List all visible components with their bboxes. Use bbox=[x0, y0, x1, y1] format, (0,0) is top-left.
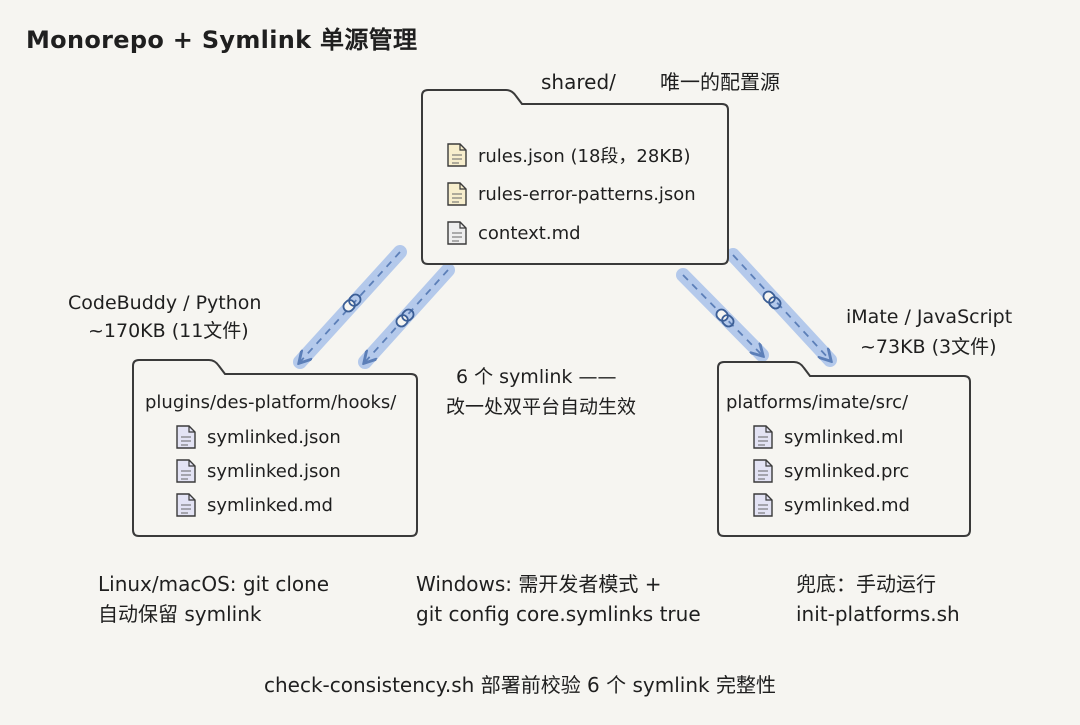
left-folder-path: plugins/des-platform/hooks/ bbox=[145, 392, 397, 413]
windows-note-line2: git config core.symlinks true bbox=[416, 602, 701, 626]
list-item[interactable]: symlinked.prc bbox=[752, 458, 909, 484]
document-icon bbox=[446, 181, 468, 207]
link-icon bbox=[342, 293, 362, 313]
linux-note-line1: Linux/macOS: git clone bbox=[98, 572, 330, 596]
list-item[interactable]: symlinked.json bbox=[175, 458, 341, 484]
list-item[interactable]: symlinked.ml bbox=[752, 424, 904, 450]
list-item[interactable]: context.md bbox=[446, 220, 581, 246]
document-icon bbox=[752, 458, 774, 484]
document-icon bbox=[175, 492, 197, 518]
folder-icon bbox=[132, 359, 418, 537]
right-caption-line2: ~73KB (3文件) bbox=[860, 336, 997, 358]
list-item[interactable]: rules.json (18段，28KB) bbox=[446, 142, 691, 168]
document-icon bbox=[446, 142, 468, 168]
file-name: symlinked.md bbox=[207, 494, 333, 516]
left-caption-line2: ~170KB (11文件) bbox=[88, 320, 249, 342]
shared-heading: shared/ bbox=[541, 70, 616, 94]
list-item[interactable]: rules-error-patterns.json bbox=[446, 181, 696, 207]
right-folder: platforms/imate/src/ symlinked.ml symlin… bbox=[714, 358, 972, 538]
center-note-line1: 6 个 symlink —— bbox=[456, 366, 617, 388]
center-note-line2: 改一处双平台自动生效 bbox=[446, 396, 637, 418]
folder-icon bbox=[421, 89, 729, 265]
file-name: symlinked.prc bbox=[784, 460, 910, 482]
list-item[interactable]: symlinked.md bbox=[175, 492, 333, 518]
file-name: symlinked.ml bbox=[784, 426, 904, 448]
file-name: symlinked.json bbox=[207, 426, 341, 448]
shared-folder: rules.json (18段，28KB) rules-error-patter… bbox=[418, 86, 730, 266]
list-item[interactable]: symlinked.md bbox=[752, 492, 910, 518]
windows-note-line1: Windows: 需开发者模式 + bbox=[416, 572, 662, 596]
file-name: symlinked.md bbox=[784, 494, 910, 516]
folder-icon bbox=[717, 361, 971, 537]
document-icon bbox=[752, 492, 774, 518]
file-name: rules.json (18段，28KB) bbox=[478, 146, 691, 167]
right-caption-line1: iMate / JavaScript bbox=[846, 306, 1013, 328]
file-name: context.md bbox=[478, 222, 581, 244]
fallback-note-line2: init-platforms.sh bbox=[796, 602, 960, 626]
shared-subheading: 唯一的配置源 bbox=[660, 70, 780, 94]
document-icon bbox=[175, 458, 197, 484]
document-icon bbox=[752, 424, 774, 450]
document-icon bbox=[175, 424, 197, 450]
page-title: Monorepo + Symlink 单源管理 bbox=[26, 26, 418, 54]
file-name: symlinked.json bbox=[207, 460, 341, 482]
link-icon bbox=[762, 290, 782, 310]
left-caption-line1: CodeBuddy / Python bbox=[68, 292, 262, 314]
arrow-shared-to-right-2 bbox=[726, 248, 837, 367]
footer-note: check-consistency.sh 部署前校验 6 个 symlink 完… bbox=[264, 673, 776, 697]
right-folder-path: platforms/imate/src/ bbox=[726, 392, 909, 413]
list-item[interactable]: symlinked.json bbox=[175, 424, 341, 450]
link-icon bbox=[395, 308, 415, 328]
link-icon bbox=[715, 308, 735, 328]
fallback-note-line1: 兜底：手动运行 bbox=[796, 572, 936, 596]
document-icon bbox=[446, 220, 468, 246]
file-name: rules-error-patterns.json bbox=[478, 183, 696, 205]
left-folder: plugins/des-platform/hooks/ symlinked.js… bbox=[129, 356, 419, 538]
linux-note-line2: 自动保留 symlink bbox=[98, 602, 262, 626]
